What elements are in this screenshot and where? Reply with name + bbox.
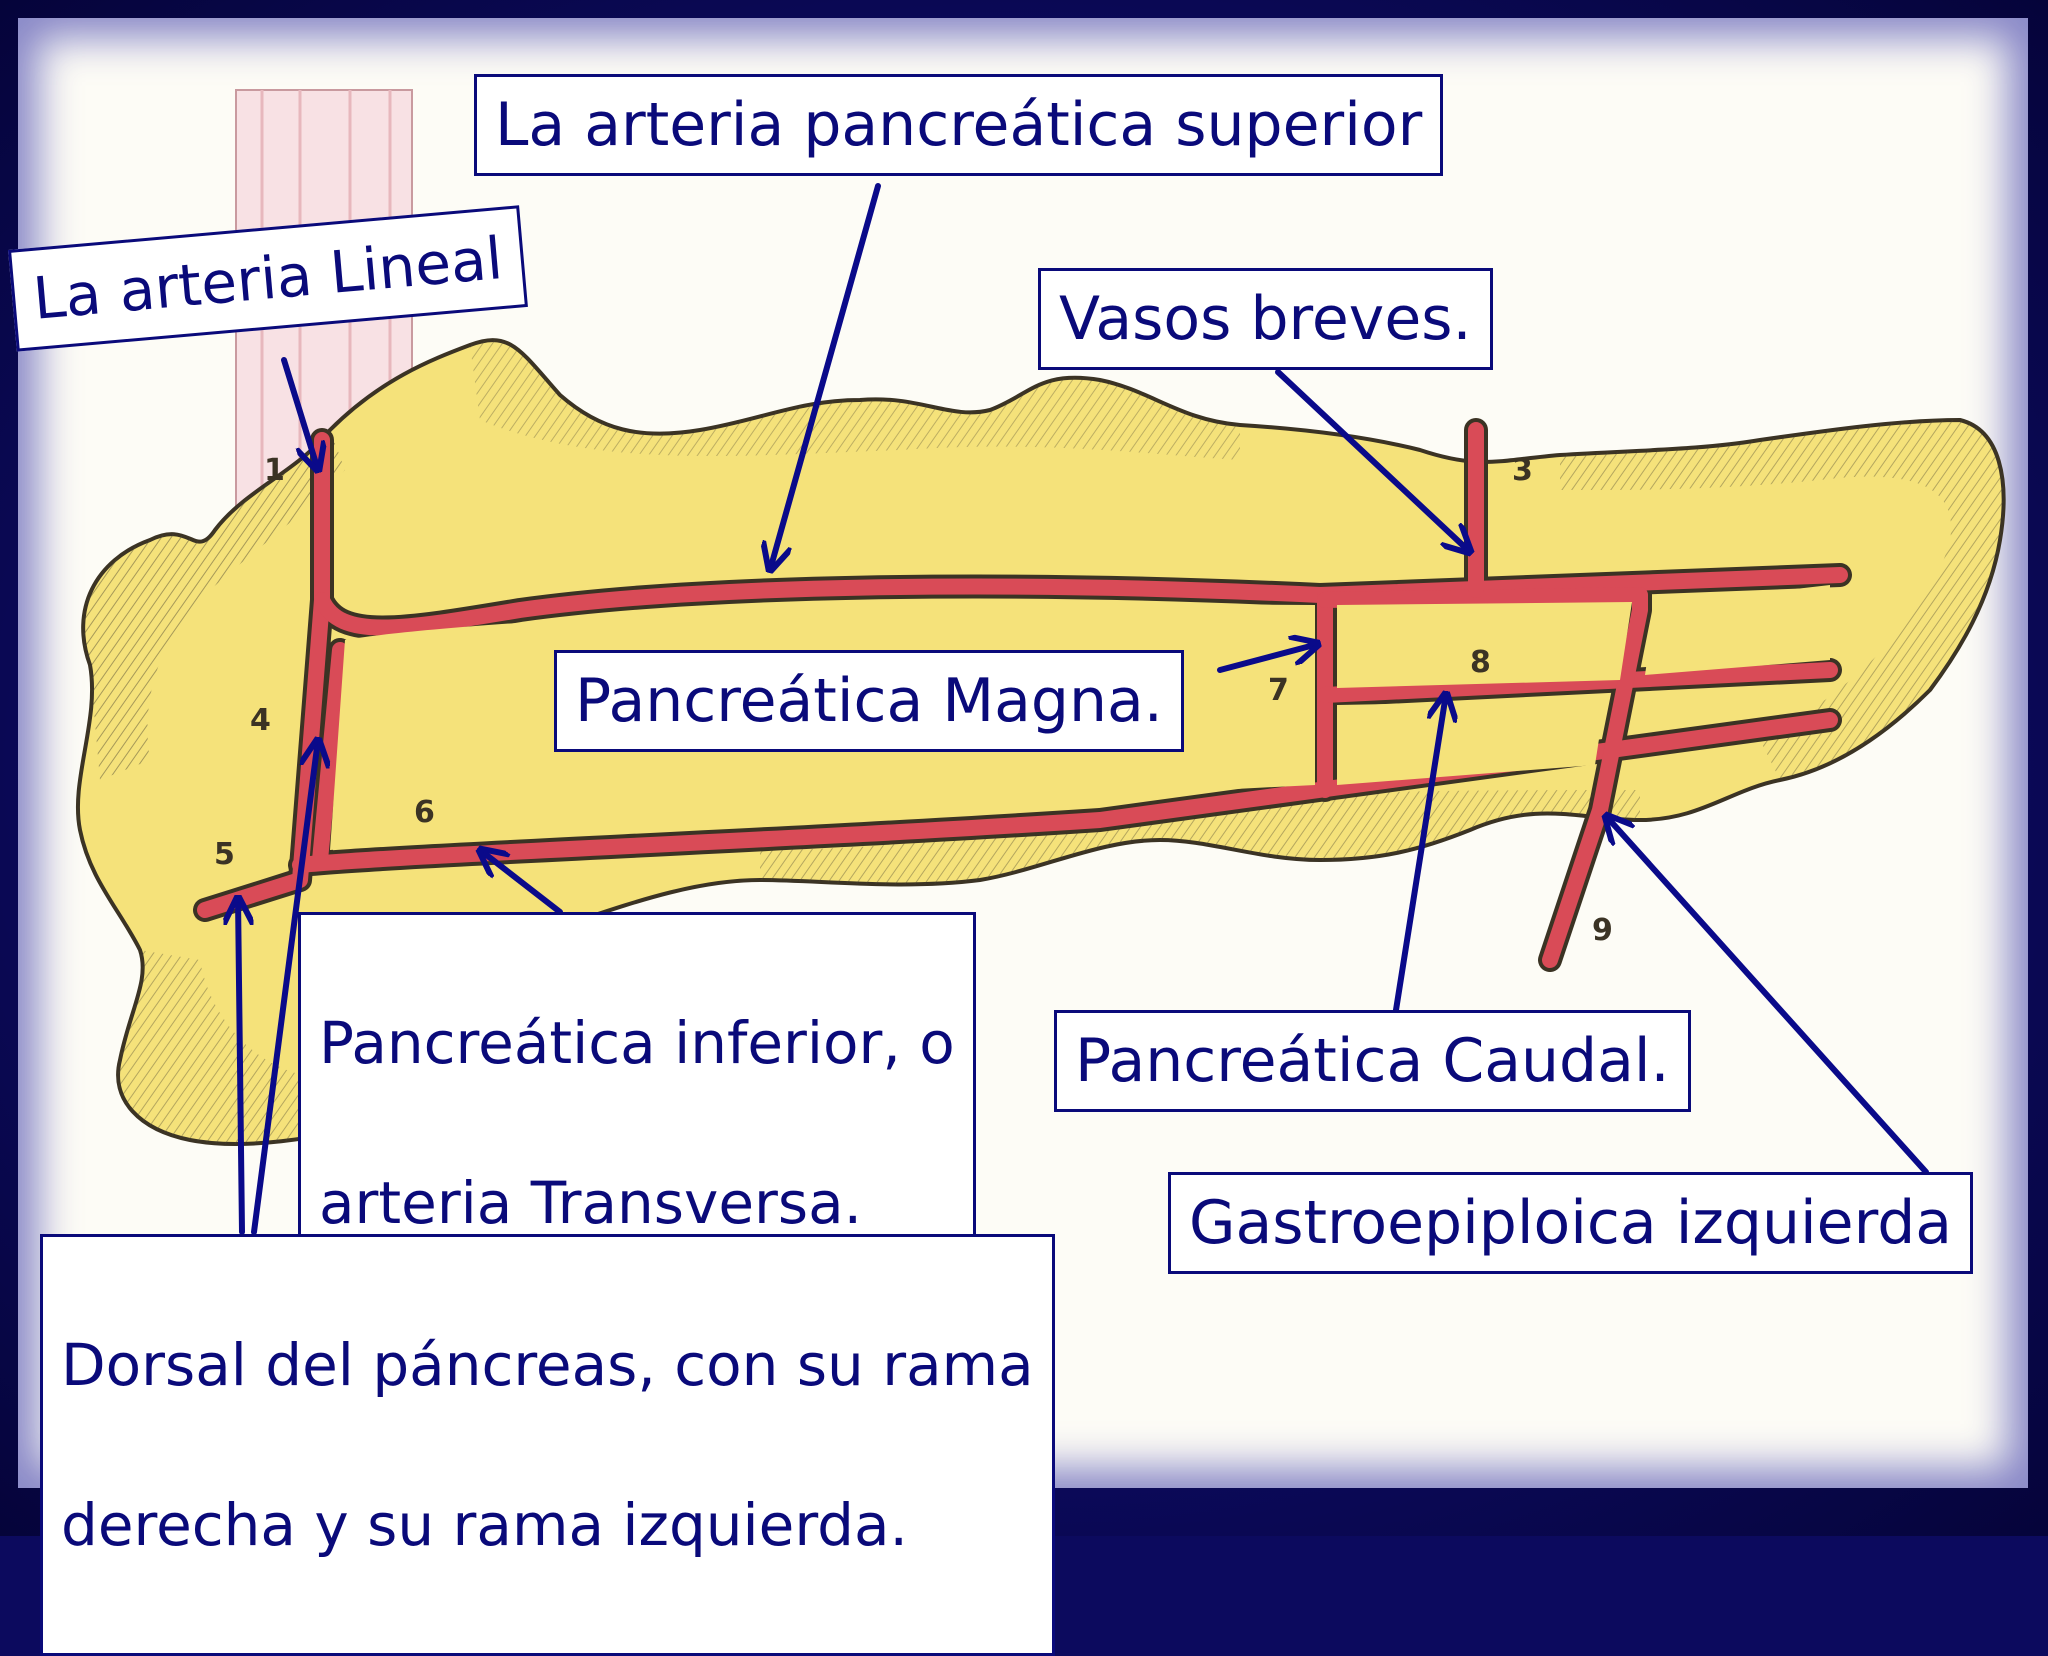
number-6: 6: [414, 795, 435, 830]
number-1: 1: [264, 453, 285, 488]
number-5: 5: [214, 837, 235, 872]
label-pancreatica-inferior-line1: Pancreática inferior, o: [319, 1009, 955, 1077]
number-4: 4: [250, 703, 271, 738]
arrow-gastroepiploica: [1606, 816, 1929, 1175]
label-pancreatica-superior: La arteria pancreática superior: [474, 74, 1444, 176]
arrow-caudal: [1393, 694, 1446, 1013]
arrow-dorsal-right: [238, 898, 242, 1235]
pointer-arrows: [238, 183, 1929, 1235]
label-dorsal-pancreas: Dorsal del páncreas, con su rama derecha…: [40, 1234, 1055, 1656]
arrow-dorsal-left: [251, 740, 318, 1235]
number-7: 7: [1268, 673, 1289, 708]
arrow-lineal: [281, 357, 318, 470]
label-vasos-breves-text: Vasos breves.: [1059, 284, 1472, 354]
label-gastroepiploica: Gastroepiploica izquierda: [1168, 1172, 1974, 1274]
label-pancreatica-magna: Pancreática Magna.: [554, 650, 1184, 752]
label-pancreatica-magna-text: Pancreática Magna.: [575, 666, 1163, 736]
number-3: 3: [1512, 453, 1533, 488]
label-gastroepiploica-text: Gastroepiploica izquierda: [1189, 1188, 1953, 1258]
label-dorsal-pancreas-line2: derecha y su rama izquierda.: [61, 1491, 908, 1559]
label-vasos-breves: Vasos breves.: [1038, 268, 1493, 370]
label-dorsal-pancreas-line1: Dorsal del páncreas, con su rama: [61, 1331, 1034, 1399]
label-pancreatica-superior-text: La arteria pancreática superior: [495, 90, 1423, 160]
label-pancreatica-inferior-line2: arteria Transversa.: [319, 1169, 863, 1237]
number-9: 9: [1592, 913, 1613, 948]
number-8: 8: [1470, 645, 1491, 680]
arrow-vasos-breves: [1275, 369, 1470, 552]
arrow-magna: [1217, 644, 1318, 673]
label-pancreatica-caudal: Pancreática Caudal.: [1054, 1010, 1691, 1112]
label-pancreatica-caudal-text: Pancreática Caudal.: [1075, 1026, 1670, 1096]
arrow-superior: [770, 183, 881, 570]
arrow-inferior: [480, 850, 563, 915]
